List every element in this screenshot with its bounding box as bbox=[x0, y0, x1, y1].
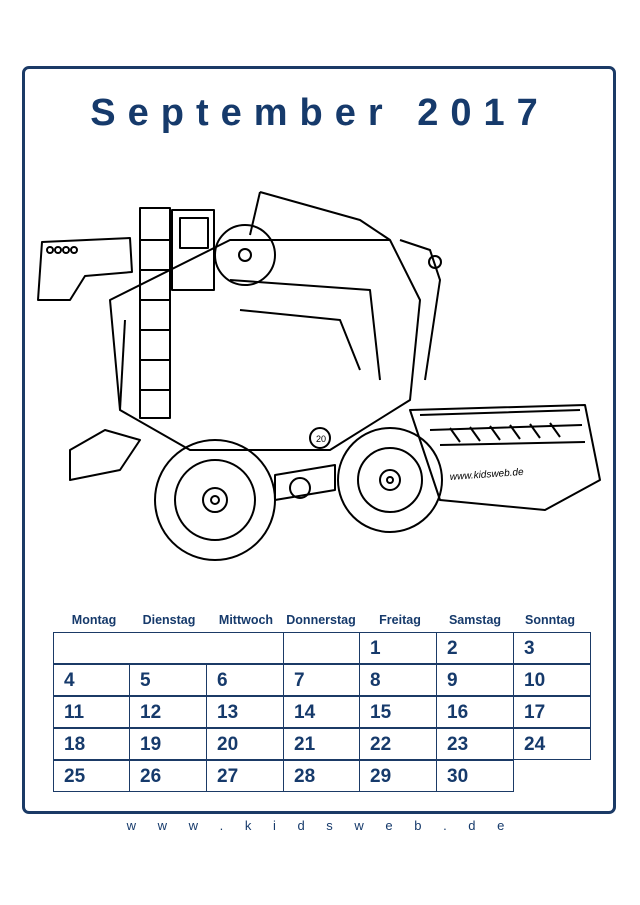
weekday-label: Donnerstag bbox=[286, 613, 356, 627]
day-cell: 5 bbox=[129, 664, 207, 696]
weekday-label: Dienstag bbox=[142, 613, 196, 627]
day-cell: 26 bbox=[129, 760, 207, 792]
day-cell: 29 bbox=[359, 760, 437, 792]
day-cell: 15 bbox=[359, 696, 437, 728]
day-cell: 11 bbox=[53, 696, 130, 728]
day-cell: 2 bbox=[436, 632, 514, 664]
day-cell: 7 bbox=[283, 664, 360, 696]
day-cell: 13 bbox=[206, 696, 284, 728]
day-cell: 24 bbox=[513, 728, 591, 760]
day-cell: 10 bbox=[513, 664, 591, 696]
page-title: September 2017 bbox=[90, 92, 550, 134]
day-cell: 12 bbox=[129, 696, 207, 728]
day-cell: 6 bbox=[206, 664, 284, 696]
header-brand-text: www.kidsweb.de bbox=[449, 467, 524, 483]
day-cell: 19 bbox=[129, 728, 207, 760]
day-cell: 9 bbox=[436, 664, 514, 696]
weekday-label: Sonntag bbox=[525, 613, 575, 627]
day-cell: 30 bbox=[436, 760, 514, 792]
weekday-label: Montag bbox=[71, 613, 117, 627]
day-cell: 18 bbox=[53, 728, 130, 760]
cab-number-label: 20 bbox=[316, 434, 326, 444]
weekday-label: Mittwoch bbox=[218, 613, 274, 627]
day-cell: 14 bbox=[283, 696, 360, 728]
day-cell: 25 bbox=[53, 760, 130, 792]
footer-url: w w w . k i d s w e b . d e bbox=[126, 818, 514, 833]
day-cell: 22 bbox=[359, 728, 437, 760]
weekday-label: Samstag bbox=[448, 613, 502, 627]
day-cell: 3 bbox=[513, 632, 591, 664]
day-cell: 23 bbox=[436, 728, 514, 760]
day-cell: 17 bbox=[513, 696, 591, 728]
day-cell: 16 bbox=[436, 696, 514, 728]
day-cell: 4 bbox=[53, 664, 130, 696]
calendar-frame bbox=[22, 66, 616, 814]
day-cell: 1 bbox=[359, 632, 437, 664]
day-cell: 27 bbox=[206, 760, 284, 792]
combine-harvester-illustration: 20 www.kidsweb.de bbox=[37, 191, 601, 561]
day-cell: 20 bbox=[206, 728, 284, 760]
day-cell: 28 bbox=[283, 760, 360, 792]
weekday-label: Freitag bbox=[379, 613, 421, 627]
empty-cell bbox=[53, 632, 284, 664]
day-cell: 8 bbox=[359, 664, 437, 696]
day-cell bbox=[283, 632, 360, 664]
day-cell: 21 bbox=[283, 728, 360, 760]
